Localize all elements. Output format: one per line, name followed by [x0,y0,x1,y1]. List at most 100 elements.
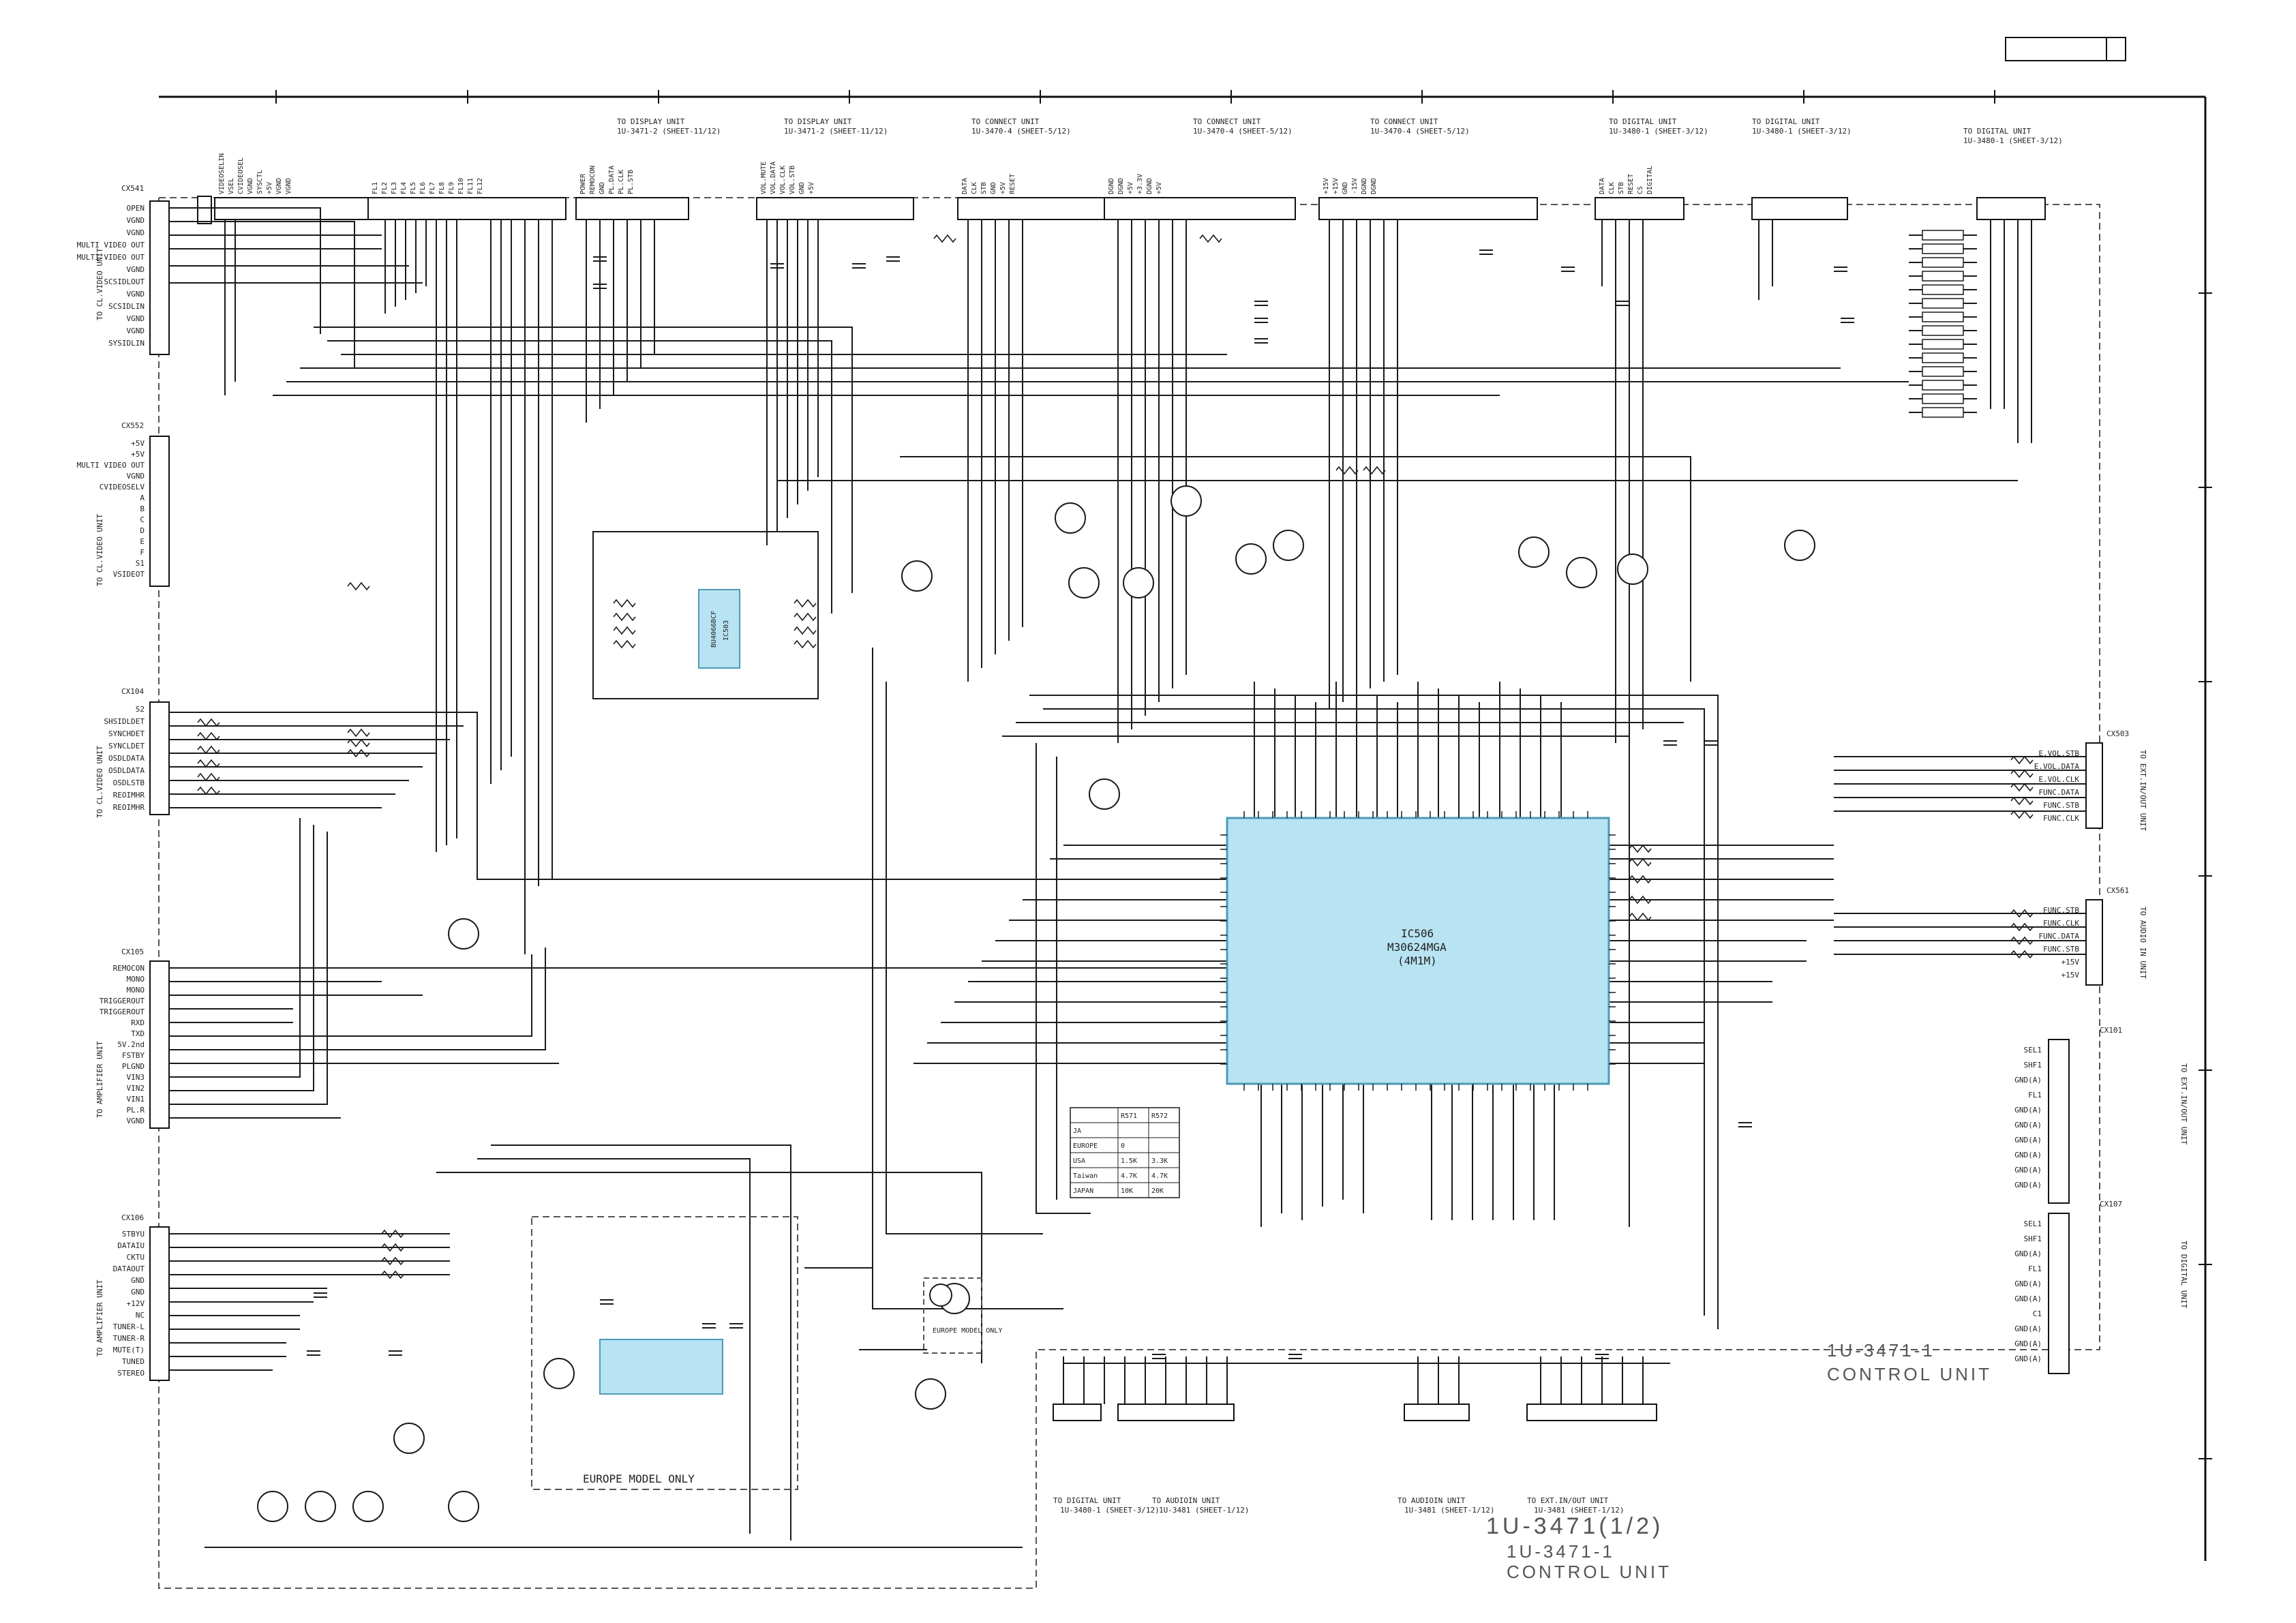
left-pin-label: VGND [127,216,145,225]
left-pin-label: VSIDEOT [113,570,145,579]
right-ref-2: CX101 [2100,1026,2122,1035]
top-pin-label: +5V [266,182,273,194]
left-pin-label: +12V [127,1299,145,1308]
top-pin-label: +5V [999,182,1007,194]
left-pin-label: SYNCLDET [108,742,145,750]
right-dest-0: TO EXT.IN/OUT UNIT [2139,750,2147,832]
top-pin-label: FL8 [438,182,446,194]
left-dest-0: TO CL.VIDEO UNIT [95,248,104,320]
wiring [169,207,2086,1548]
right-pin-label: SHF1 [2024,1061,2042,1070]
rom-table-cell: JAPAN [1073,1187,1093,1195]
left-ref-1: CX552 [121,421,144,430]
board-outline [158,197,2100,1589]
top-pin-label: VGND [285,178,292,194]
left-connector-boxes [149,200,170,1381]
left-pin-label: TUNER-R [113,1334,145,1343]
rom-table-cell: 20K [1151,1187,1164,1195]
left-pin-labels: OPEN VGND VGND MULTI VIDEO OUT MULTI VIDEO O… [77,204,145,1378]
right-dest-3: TO DIGITAL UNIT [2179,1241,2188,1309]
left-pin-label: OSDLDATA [108,754,145,763]
ic506-note: (4M1M) [1398,954,1437,967]
left-pin-label: REOIMHR [113,803,145,812]
right-pin-label: GND(A) [2014,1166,2042,1174]
top-pin-label: DGND [1108,178,1115,194]
top-sheet-3: 1U-3470-4 (SHEET-5/12) [1193,127,1293,136]
rom-table-cell: JA [1073,1127,1081,1135]
top-pin-label: +5V [1155,182,1163,194]
left-dest-3: TO AMPLIFIER UNIT [95,1041,104,1118]
top-pin-label: CLK [1608,182,1616,194]
right-pin-label: GND(A) [2014,1294,2042,1303]
right-pin-label: GND(A) [2014,1339,2042,1348]
top-pin-label: GND [1342,182,1349,194]
left-pin-label: VIN1 [127,1095,145,1104]
top-pin-label: +15V [1332,178,1340,194]
left-ref-0: CX541 [121,184,144,193]
top-pin-label: CVIDEOSEL [237,157,245,194]
top-label-3: TO CONNECT UNIT [1193,117,1261,126]
top-pin-label: VOL.DATA [770,162,777,194]
left-pin-label: MULTI VIDEO OUT [77,241,145,249]
left-pin-label: E [140,537,145,546]
ic506-ref: IC506 [1401,927,1434,940]
ic506-part: M30624MGA [1387,941,1447,954]
rom-table-cell: 3.3K [1151,1157,1168,1165]
left-pin-label: OSDLDATA [108,766,145,775]
bottom-label-3: TO EXT.IN/OUT UNIT [1527,1496,1609,1505]
bottom-label-1: TO AUDIOIN UNIT [1152,1496,1220,1505]
left-pin-label: PLGND [122,1062,145,1071]
europe-model-label: EUROPE MODEL ONLY [933,1327,1002,1335]
top-pin-label: RESET [1009,174,1016,194]
top-pin-label: FL5 [410,182,417,194]
left-pin-label: SYNCHDET [108,729,145,738]
top-pin-label: CLK [971,182,978,194]
top-pin-label: DGND [1370,178,1378,194]
top-pin-label: FL3 [391,182,398,194]
top-pin-label: VSEL [228,178,235,194]
top-label-6: TO DIGITAL UNIT [1752,117,1820,126]
left-pin-label: C [140,515,145,524]
top-sheet-0: 1U-3471-2 (SHEET-11/12) [617,127,721,136]
left-dest-2: TO CL.VIDEO UNIT [95,746,104,818]
top-pin-label: STB [980,182,988,194]
right-pin-label: GND(A) [2014,1076,2042,1084]
right-pin-label: SHF1 [2024,1234,2042,1243]
right-pin-label: SEL1 [2024,1046,2042,1055]
ic506-mcu: IC506 M30624MGA (4M1M) [1220,811,1616,1091]
top-sheet-5: 1U-3480-1 (SHEET-3/12) [1609,127,1708,136]
top-label-1: TO DISPLAY UNIT [784,117,852,126]
right-pin-label: GND(A) [2014,1106,2042,1114]
left-connector-refs: CX541 CX552 CX104 CX105 CX106 [121,184,144,1222]
right-ref-0: CX503 [2106,729,2129,738]
top-pin-label: FL1 [372,182,379,194]
left-pin-label: REOIMHR [113,791,145,800]
top-pin-label: DATA [1599,178,1606,194]
right-pin-label: GND(A) [2014,1354,2042,1363]
left-pin-label: A [140,494,145,502]
right-pin-label: GND(A) [2014,1121,2042,1129]
left-pin-label: GND [131,1276,145,1285]
left-pin-label: MUTE(T) [113,1346,145,1354]
left-pin-label: VGND [127,265,145,274]
right-pin-label: GND(A) [2014,1136,2042,1144]
right-pin-label: FUNC.STB [2043,945,2079,954]
top-pin-label: STB [1618,182,1625,194]
ic503-part: BU4066BCF [710,611,718,648]
right-pin-label: E.VOL.STB [2038,749,2079,758]
top-pin-label: VOL.MUTE [760,162,768,194]
rom-table-cell: 10K [1121,1187,1133,1195]
bottom-connector-labels: TO DIGITAL UNIT 1U-3480-1 (SHEET-3/12) T… [1053,1496,1624,1515]
bottom-sheet-3: 1U-3481 (SHEET-1/12) [1534,1506,1624,1515]
left-dest-1: TO CL.VIDEO UNIT [95,514,104,586]
left-pin-label: OPEN [127,204,145,213]
top-sheet-7: 1U-3480-1 (SHEET-3/12) [1963,136,2063,145]
right-pin-label: FUNC.STB [2043,906,2079,915]
left-pin-label: MULTI VIDEO OUT [77,461,145,470]
left-pin-label: RXD [131,1018,145,1027]
top-pin-label: CS [1637,186,1644,194]
top-pin-label: VGND [247,178,254,194]
top-pin-label: +5V [1127,182,1134,194]
europe-box-label: EUROPE MODEL ONLY [583,1472,695,1485]
right-pin-label: FUNC.CLK [2043,919,2079,928]
